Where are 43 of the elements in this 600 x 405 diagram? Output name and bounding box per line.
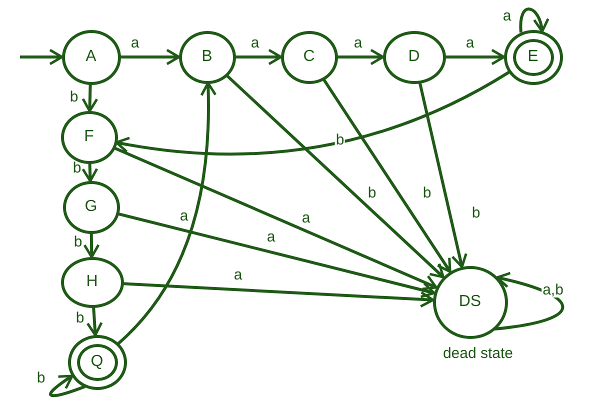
edge-label: b [74, 310, 86, 326]
transition-arrow [114, 146, 438, 290]
state-label: D [408, 49, 420, 65]
edge-label: b [334, 132, 346, 148]
state-caption: dead state [442, 345, 514, 362]
state-label: B [202, 49, 212, 65]
edge-label: b [470, 206, 482, 220]
transition-arrow [337, 48, 384, 66]
state-label: F [84, 129, 94, 145]
transition-arrow [20, 48, 64, 66]
transition-arrow [519, 8, 549, 33]
state-circle [432, 266, 508, 338]
state-label: C [303, 49, 315, 65]
edge-label: a,b [542, 282, 564, 298]
state-label: Q [90, 354, 104, 370]
transition-arrow [82, 84, 98, 112]
edge-label: b [36, 370, 46, 386]
transition-arrow [120, 48, 180, 66]
transition-arrow [83, 232, 100, 258]
state-circle [68, 334, 126, 390]
state-label: DS [458, 294, 482, 310]
transition-arrow [494, 272, 564, 331]
edge-label: b [68, 90, 80, 104]
transition-arrow [115, 70, 510, 156]
transition-arrow [235, 48, 282, 66]
transition-arrow [117, 82, 216, 345]
transition-arrow [445, 48, 506, 66]
transition-arrow [118, 212, 436, 298]
transition-arrow [82, 162, 98, 182]
state-label: H [86, 274, 98, 290]
transition-arrow [418, 82, 468, 268]
transition-arrow [122, 282, 434, 308]
transition-arrow [86, 306, 103, 336]
transition-arrow [322, 78, 452, 273]
transition-arrow [226, 74, 445, 278]
edge-label: b [366, 186, 378, 200]
state-circle [504, 30, 562, 84]
transition-arrow [49, 374, 86, 398]
state-label: E [528, 49, 538, 65]
state-label: G [84, 199, 98, 215]
edge-label: b [422, 186, 432, 200]
state-label: A [86, 49, 96, 65]
edge-label: b [72, 234, 84, 250]
